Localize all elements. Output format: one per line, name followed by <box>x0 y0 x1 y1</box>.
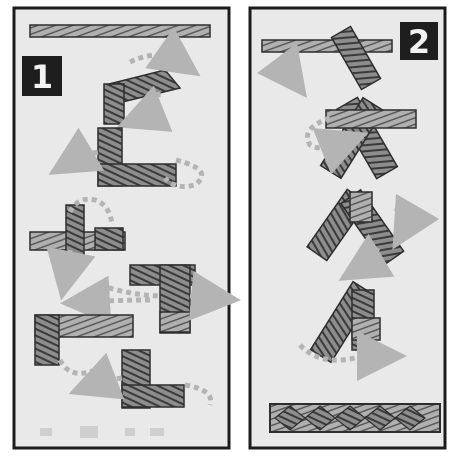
panel-2-badge: 2 <box>400 22 438 61</box>
dotted-arrow-icon <box>190 296 216 298</box>
panel-1-number: 1 <box>31 58 53 96</box>
braided-band-icon <box>270 404 440 432</box>
panel-2: 2 <box>250 8 445 448</box>
straight-stick-icon <box>30 25 210 37</box>
panel-1: 1 <box>14 8 229 448</box>
panel-1-badge: 1 <box>22 56 62 96</box>
panel-2-number: 2 <box>408 23 430 61</box>
